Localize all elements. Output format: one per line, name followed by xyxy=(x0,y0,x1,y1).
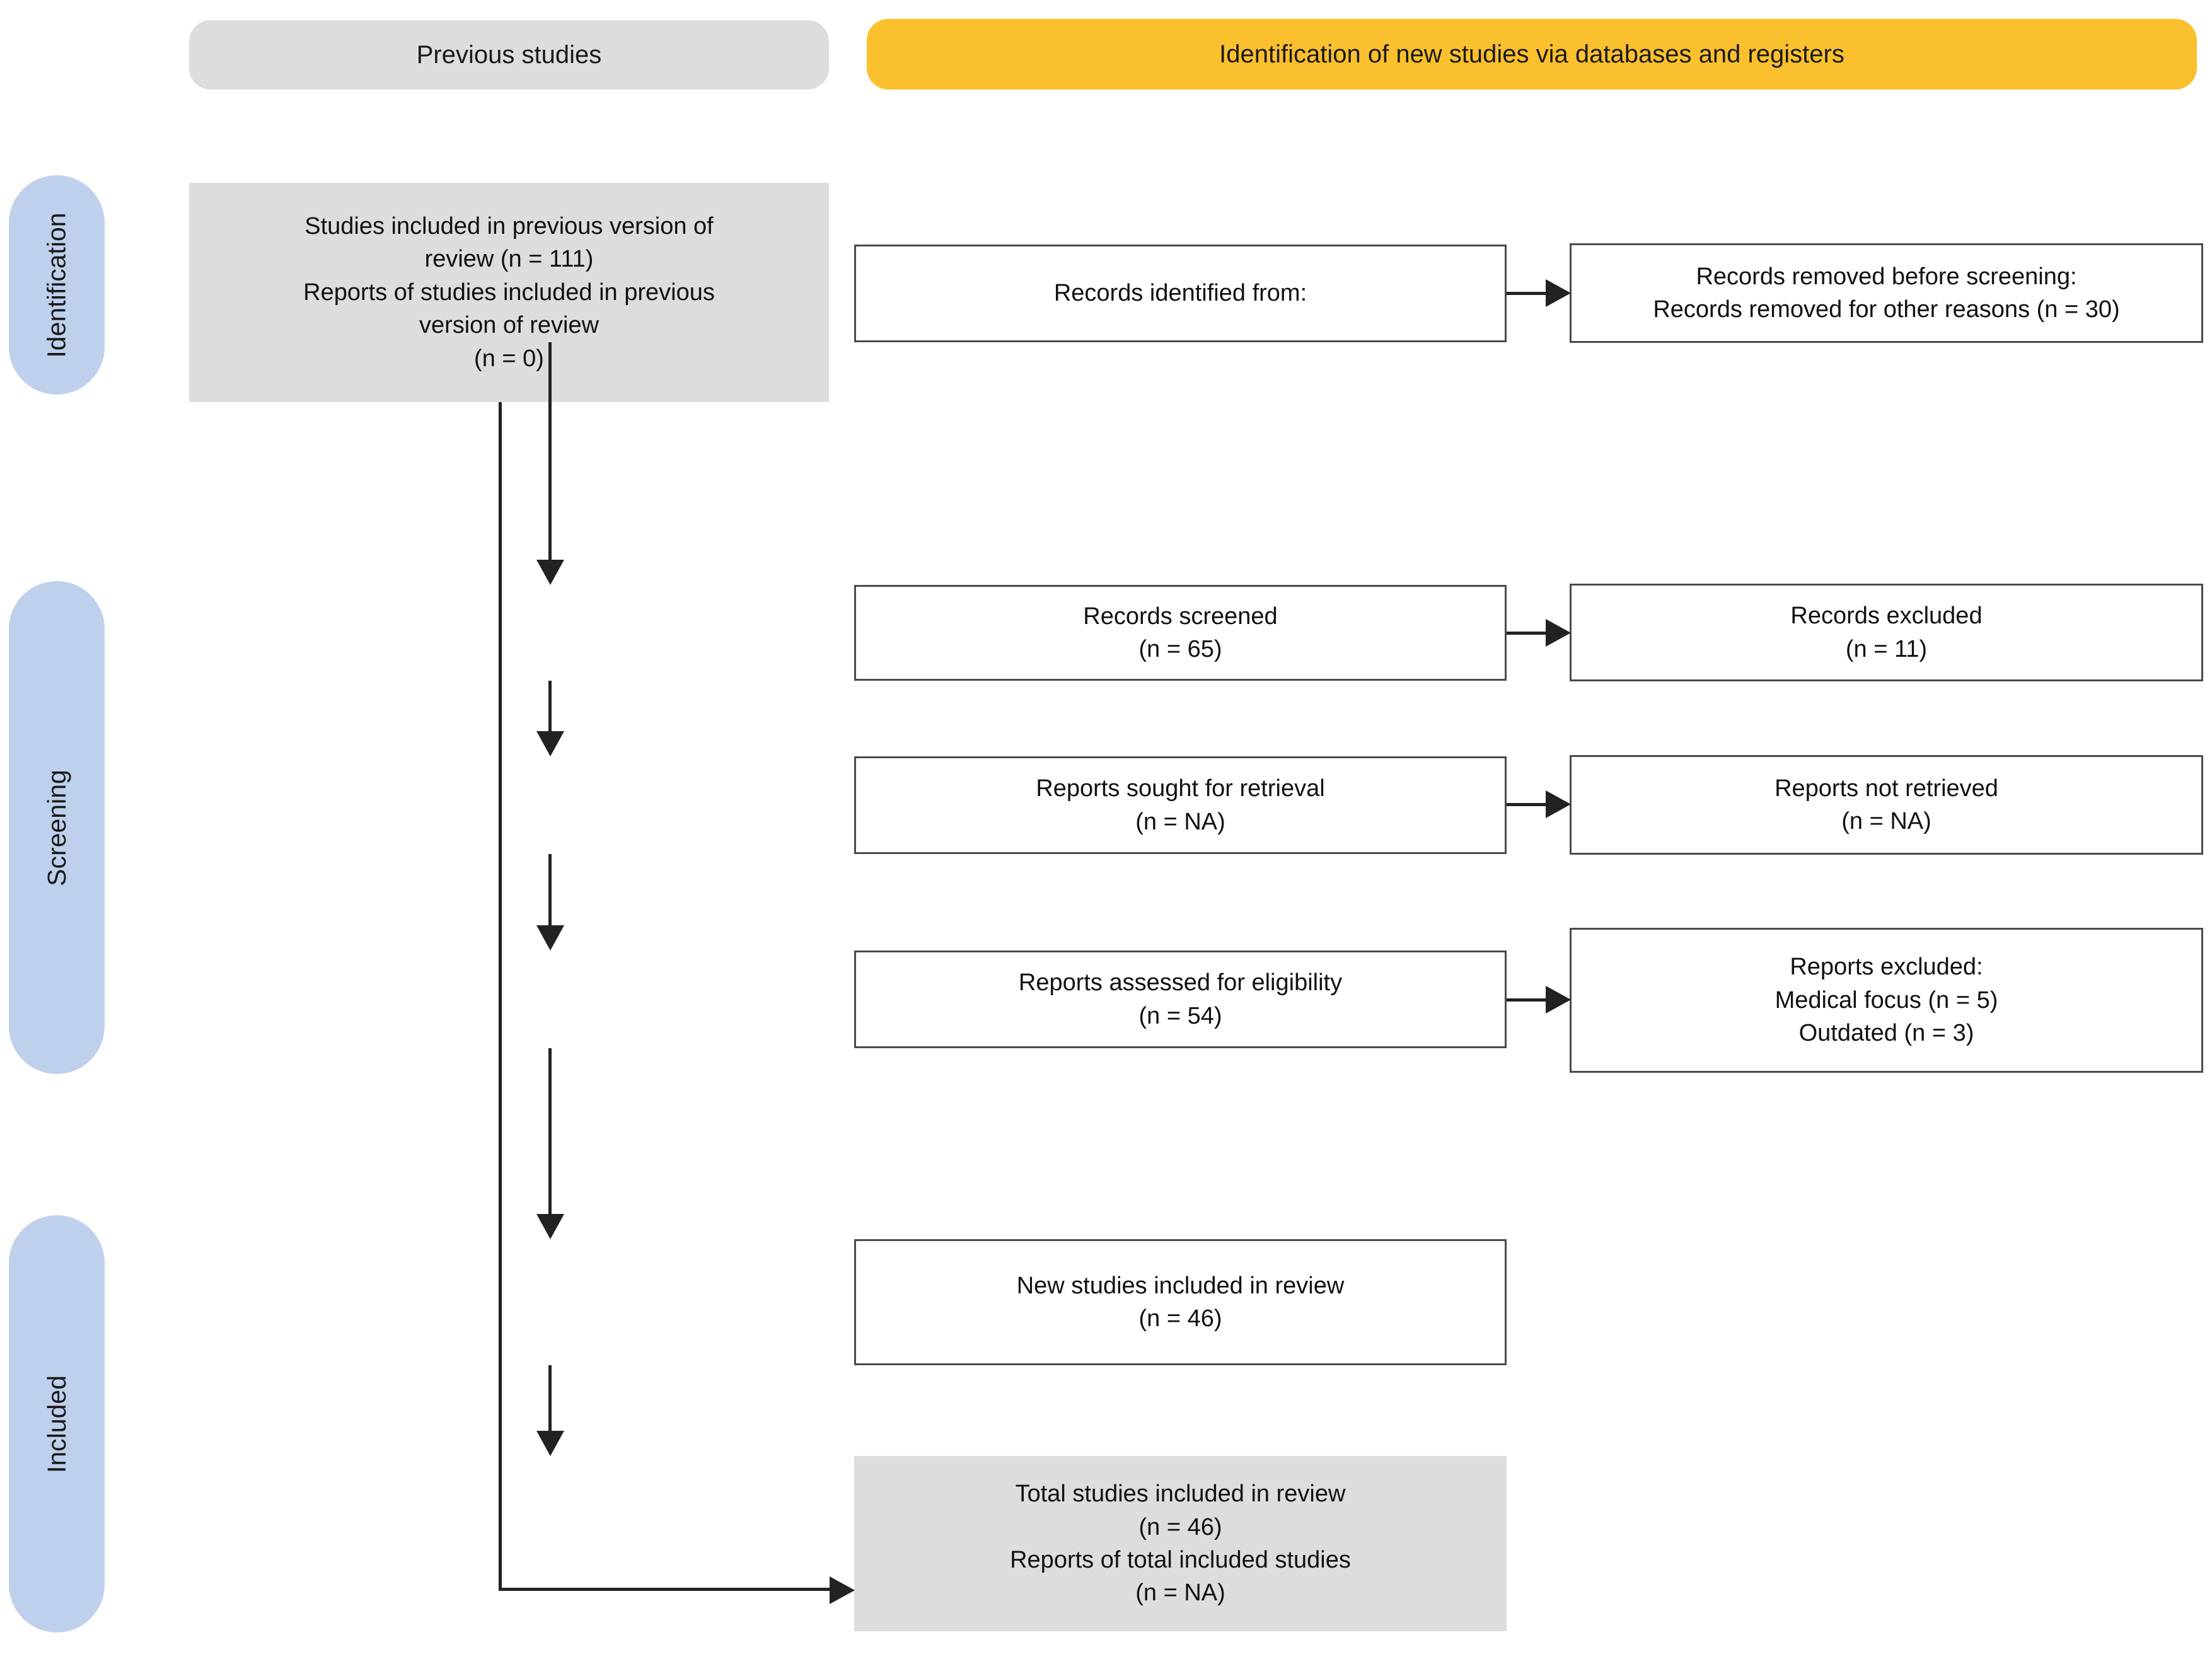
connector-sought-to-assessed xyxy=(548,854,552,927)
box-total-studies-line-4: (n = NA) xyxy=(1135,1580,1225,1607)
arrowhead-identified-to-screened xyxy=(536,560,564,585)
connector-new-studies-to-total xyxy=(548,1365,552,1431)
connector-identified-to-screened xyxy=(548,342,552,562)
stage-pill-screening: Screening xyxy=(9,581,105,1074)
arrowhead-sought-to-assessed xyxy=(536,925,564,950)
box-new-studies-line-1: New studies included in review xyxy=(1016,1272,1345,1299)
box-total-studies-line-2: (n = 46) xyxy=(1138,1513,1222,1540)
box-reports-excluded-line-1: Reports excluded: xyxy=(1790,954,1983,981)
arrowhead-screened-to-excluded xyxy=(1546,619,1571,647)
box-records-removed-line-1: Records removed before screening: xyxy=(1696,263,2077,290)
box-records-removed-line-2: Records removed for other reasons (n = 3… xyxy=(1653,296,2120,323)
box-previous-studies-line-2: review (n = 111) xyxy=(424,246,594,273)
box-records-identified: Records identified from: xyxy=(854,245,1507,342)
connector-identified-to-removed xyxy=(1507,292,1548,295)
connector-assessed-to-new-studies xyxy=(548,1048,552,1215)
box-total-studies-included-in-review: Total studies included in review (n = 46… xyxy=(854,1456,1507,1631)
arrowhead-screened-to-sought xyxy=(536,731,564,756)
box-reports-not-retrieved: Reports not retrieved (n = NA) xyxy=(1570,755,2203,855)
arrowhead-assessed-to-reports-excluded xyxy=(1546,986,1571,1014)
box-reports-excluded: Reports excluded: Medical focus (n = 5) … xyxy=(1570,928,2203,1073)
header-previous-studies: Previous studies xyxy=(189,20,829,90)
connector-screened-to-excluded xyxy=(1507,632,1548,635)
box-previous-studies-line-4: version of review xyxy=(419,312,599,339)
stage-pill-identification: Identification xyxy=(9,175,105,395)
box-reports-sought-line-1: Reports sought for retrieval xyxy=(1036,775,1325,802)
arrowhead-identified-to-removed xyxy=(1546,279,1571,307)
box-reports-not-retrieved-line-2: (n = NA) xyxy=(1841,808,1931,835)
arrowhead-assessed-to-new-studies xyxy=(536,1214,564,1239)
box-reports-excluded-line-2: Medical focus (n = 5) xyxy=(1775,986,1998,1014)
box-records-identified-line-1: Records identified from: xyxy=(1053,280,1307,307)
box-reports-sought-line-2: (n = NA) xyxy=(1135,808,1225,835)
connector-screened-to-sought xyxy=(548,681,552,732)
box-records-removed-before-screening: Records removed before screening: Record… xyxy=(1570,243,2203,343)
header-previous-studies-label: Previous studies xyxy=(416,41,602,69)
arrowhead-previous-studies-to-total xyxy=(830,1576,855,1604)
connector-previous-studies-horizontal xyxy=(499,1588,833,1591)
box-reports-excluded-line-3: Outdated (n = 3) xyxy=(1798,1020,1974,1047)
stage-pill-screening-label: Screening xyxy=(42,769,71,886)
box-previous-studies-line-5: (n = 0) xyxy=(474,345,544,372)
box-previous-studies-line-1: Studies included in previous version of xyxy=(304,212,714,240)
box-records-excluded-line-2: (n = 11) xyxy=(1845,635,1928,662)
box-previous-studies: Studies included in previous version of … xyxy=(189,183,829,402)
stage-pill-included: Included xyxy=(9,1215,105,1632)
box-new-studies-included-in-review: New studies included in review (n = 46) xyxy=(854,1239,1507,1365)
box-records-screened-line-1: Records screened xyxy=(1083,603,1278,630)
box-total-studies-line-1: Total studies included in review xyxy=(1015,1481,1346,1508)
connector-assessed-to-reports-excluded xyxy=(1507,998,1548,1002)
box-reports-assessed-for-eligibility: Reports assessed for eligibility (n = 54… xyxy=(854,950,1507,1048)
connector-previous-studies-vertical xyxy=(499,402,502,1591)
box-reports-sought-for-retrieval: Reports sought for retrieval (n = NA) xyxy=(854,756,1507,854)
arrowhead-sought-to-not-retrieved xyxy=(1546,790,1571,818)
box-records-screened-line-2: (n = 65) xyxy=(1138,636,1222,662)
box-reports-assessed-line-2: (n = 54) xyxy=(1138,1002,1222,1029)
box-reports-not-retrieved-line-1: Reports not retrieved xyxy=(1775,775,1998,802)
box-new-studies-line-2: (n = 46) xyxy=(1138,1305,1222,1332)
connector-sought-to-not-retrieved xyxy=(1507,803,1548,806)
box-records-excluded: Records excluded (n = 11) xyxy=(1570,584,2203,681)
stage-pill-included-label: Included xyxy=(42,1375,71,1473)
box-reports-assessed-line-1: Reports assessed for eligibility xyxy=(1018,969,1343,997)
arrowhead-new-studies-to-total xyxy=(536,1431,564,1456)
box-total-studies-line-3: Reports of total included studies xyxy=(1010,1547,1351,1573)
header-identification-new-studies: Identification of new studies via databa… xyxy=(867,19,2197,90)
stage-pill-identification-label: Identification xyxy=(42,212,71,358)
box-records-screened: Records screened (n = 65) xyxy=(854,585,1507,681)
header-identification-label: Identification of new studies via databa… xyxy=(1219,40,1844,68)
box-previous-studies-line-3: Reports of studies included in previous xyxy=(303,279,715,306)
box-records-excluded-line-1: Records excluded xyxy=(1790,603,1983,630)
